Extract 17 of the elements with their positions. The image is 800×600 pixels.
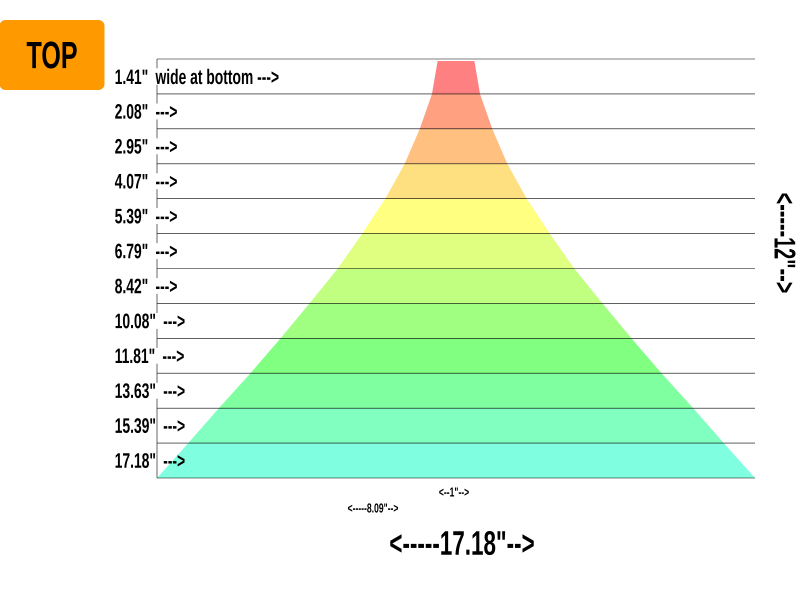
row-width-label: 2.95" --->: [114, 138, 178, 154]
row-width-label: 6.79" --->: [114, 243, 178, 259]
row-width-label: 15.39" --->: [116, 418, 185, 434]
row-width-label: 1.41" wide at bottom --->: [114, 68, 280, 85]
row-width-label: 11.81" --->: [114, 348, 185, 364]
dimension-label: <-----8.09"-->: [348, 503, 398, 513]
row-width-label: 17.18" --->: [116, 453, 185, 468]
row-width-label: 5.39" --->: [114, 208, 178, 224]
dimension-label: <-----17.18"-->: [390, 530, 534, 556]
dimension-label: <--1"-->: [439, 488, 469, 496]
row-width-label: 8.42" --->: [114, 278, 178, 294]
tag-box: TOP: [0, 20, 104, 90]
row-width-label: 13.63" --->: [114, 382, 186, 399]
dimension-label: <-----12"-->: [774, 194, 796, 293]
row-width-label: 4.07" --->: [114, 173, 178, 190]
row-width-label: 10.08" --->: [114, 312, 186, 329]
row-width-label: 2.08" --->: [114, 103, 178, 120]
